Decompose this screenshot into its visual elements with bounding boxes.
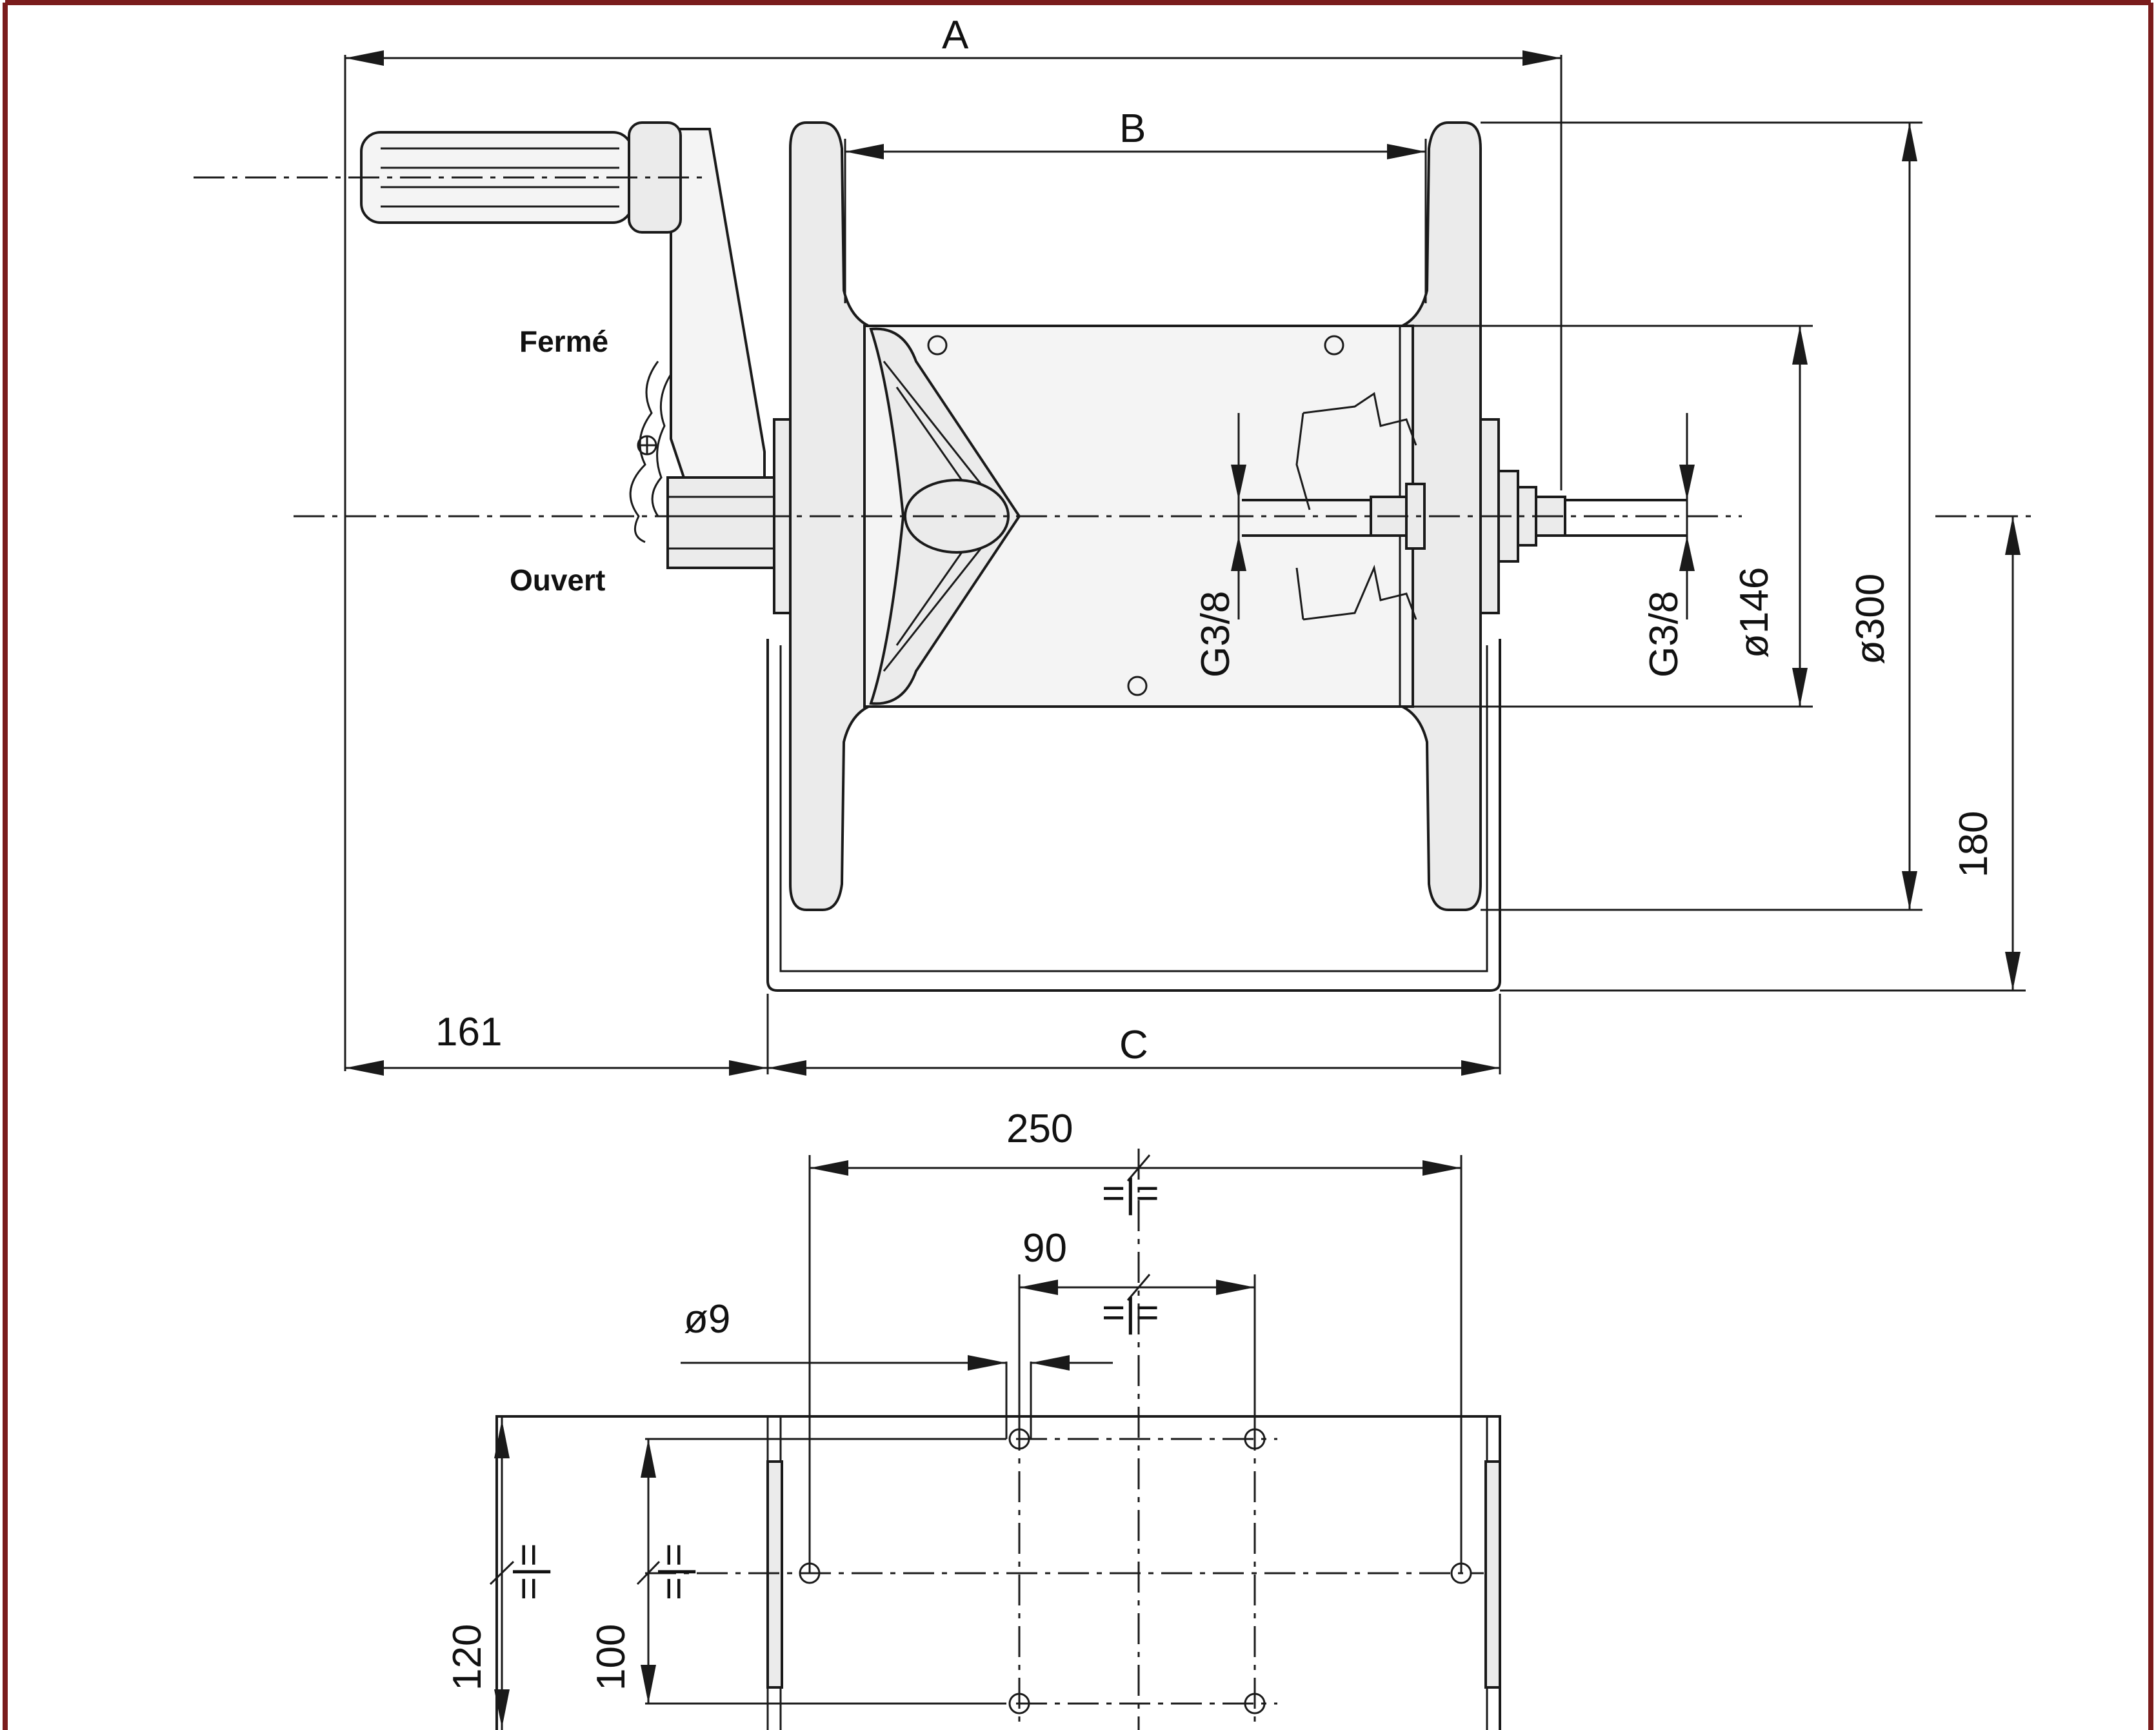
label-open: Ouvert [510,563,605,597]
dim-A: A [942,13,969,57]
dim-hole-spacing-90: 90 [1023,1226,1067,1271]
dim-thread-right: G3/8 [1642,591,1686,678]
crank-arm [670,128,766,479]
drawing-frame [3,0,2153,1730]
left-shaft-collar [666,476,775,569]
internal-pipe-cutaway [1295,392,1417,621]
dim-axis-height: 180 [1951,811,1996,878]
base-frame [766,639,1501,992]
drum-hole [927,335,948,356]
dim-thread-left: G3/8 [1193,591,1238,678]
base-plate-view [495,1149,1501,1730]
reel-side-view [194,121,2032,992]
symmetry-mark-100: =|= [652,1543,696,1600]
dim-base-depth: 120 [445,1624,490,1691]
symmetry-mark-90: =|= [1102,1291,1159,1335]
dim-flange-diameter: ø300 [1848,574,1893,665]
dim-drum-diameter: ø146 [1732,567,1777,658]
dim-hole-diameter: ø9 [684,1297,730,1342]
mount-hole [1244,1693,1266,1715]
dim-hole-row-spacing: 100 [589,1624,634,1691]
dim-B: B [1119,106,1146,151]
dim-C: C [1119,1023,1148,1067]
left-rail-slot [766,1460,783,1689]
top-view-dimensions: A B 161 C G3/8 G3/8 ø146 [344,13,2026,1076]
dim-161: 161 [435,1010,502,1054]
lock-lever [629,361,672,543]
dim-hole-spacing-250: 250 [1006,1107,1073,1151]
symmetry-mark-120: =|= [506,1543,551,1600]
mount-hole [1008,1693,1030,1715]
symmetry-mark-250: =|= [1102,1171,1159,1216]
label-closed: Fermé [519,325,608,358]
right-rail-slot [1484,1460,1501,1689]
drum-hole [1127,676,1148,696]
base-frame-inner [779,645,1488,972]
drum-hole [1324,335,1344,356]
base-plate-dimensions: 250 =|= 90 =|= ø9 120 =|= 100 =|= [445,1107,1462,1730]
